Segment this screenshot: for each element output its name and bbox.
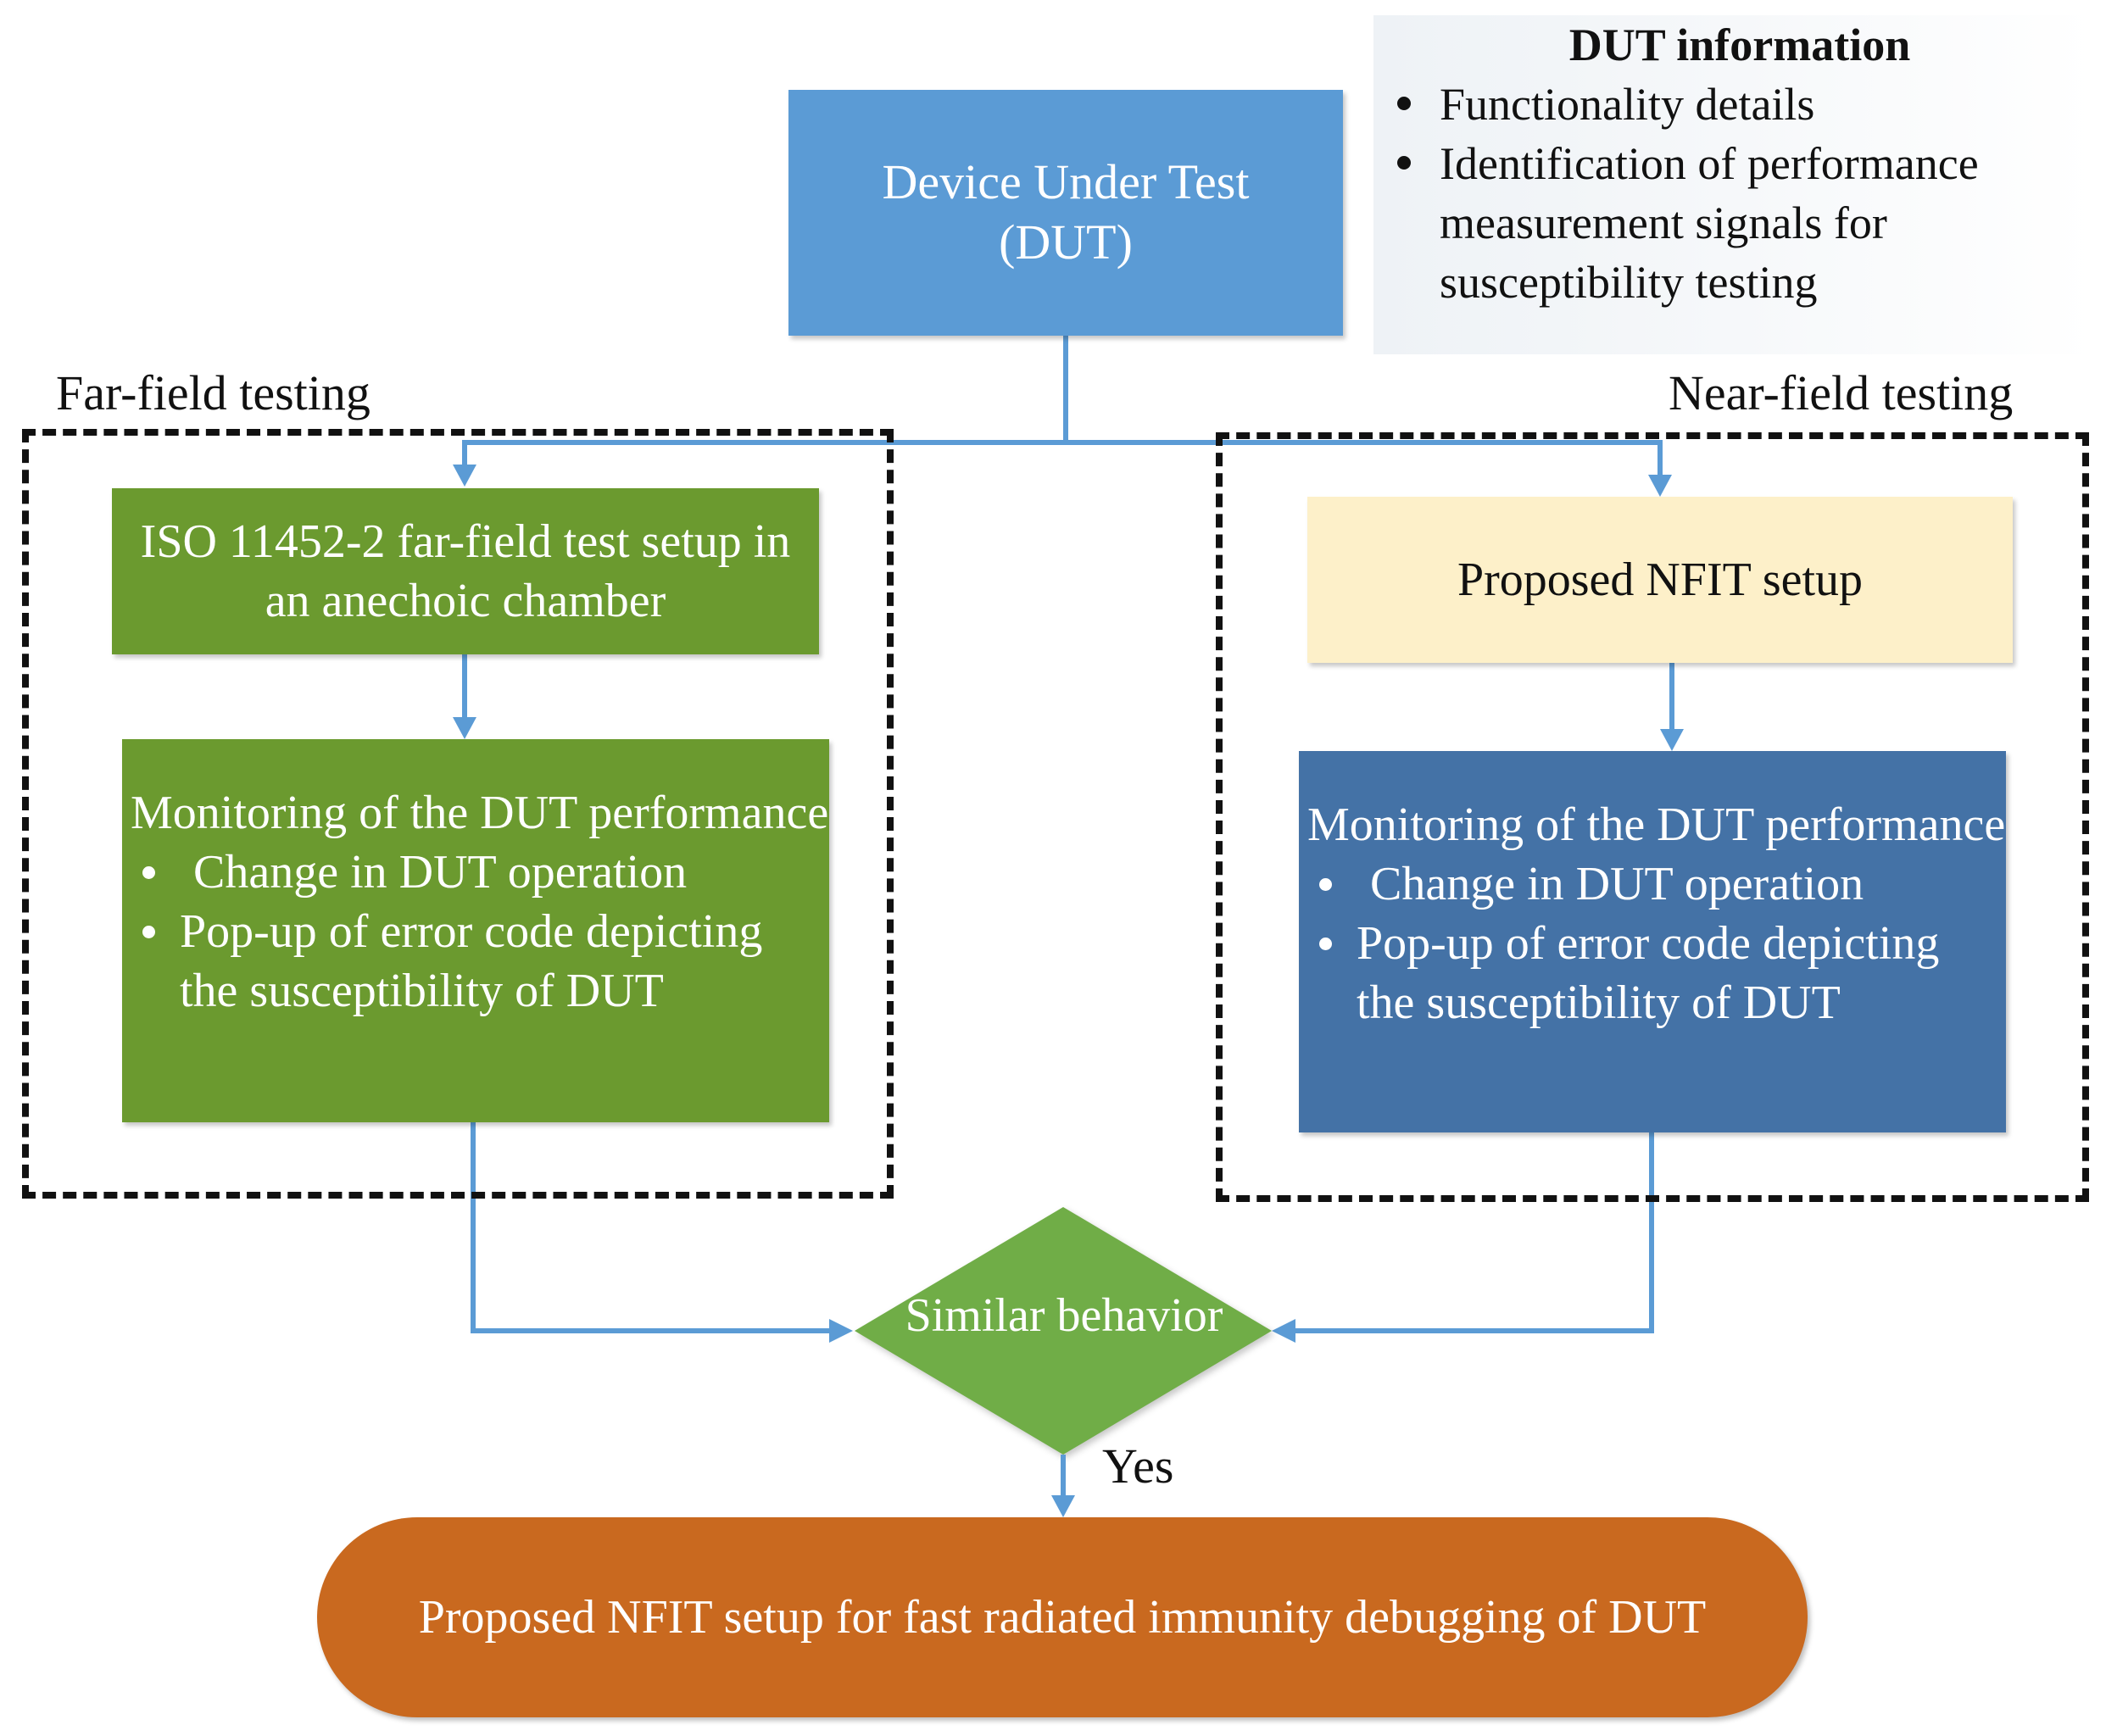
dut-info-panel: DUT information Functionality details Id…	[1373, 15, 2094, 354]
bullet-icon	[142, 926, 155, 938]
bullet-icon	[142, 866, 155, 879]
far-monitor-item-text: Pop-up of error code depicting the susce…	[180, 905, 763, 1017]
decision-diamond	[855, 1207, 1272, 1455]
dut-info-list: Functionality details Identification of …	[1385, 75, 2094, 312]
far-monitor-item-text: Change in DUT operation	[193, 846, 688, 899]
near-field-label: Near-field testing	[1669, 365, 2014, 420]
bullet-icon	[1319, 938, 1332, 950]
near-monitor-item-text: Change in DUT operation	[1370, 858, 1864, 910]
arrow-near-to-decision	[1272, 1319, 1295, 1343]
arrow-to-result	[1051, 1495, 1075, 1517]
dut-title-line1: Device Under Test	[882, 154, 1250, 210]
arrow-to-iso	[453, 465, 476, 487]
far-monitor-item: Change in DUT operation	[131, 843, 829, 902]
near-monitor-title: Monitoring of the DUT performance	[1307, 798, 2006, 851]
bullet-icon	[1397, 156, 1411, 170]
far-field-frame	[22, 429, 894, 1199]
result-text: Proposed NFIT setup for fast radiated im…	[418, 1591, 1707, 1644]
near-field-setup-box: Proposed NFIT setup	[1307, 497, 2013, 663]
arrow-to-near-monitor	[1660, 729, 1684, 751]
far-monitor-title: Monitoring of the DUT performance	[131, 787, 829, 839]
decision-yes-label: Yes	[1102, 1438, 1174, 1494]
arrow-to-far-monitor	[453, 717, 476, 739]
dut-info-item: Identification of performance measuremen…	[1385, 134, 2094, 312]
dut-info-title: DUT information	[1568, 19, 1911, 70]
dut-info-item: Functionality details	[1385, 75, 2094, 134]
decision-label: Similar behavior	[905, 1289, 1223, 1342]
far-field-monitor-box: Monitoring of the DUT performance Change…	[122, 739, 829, 1122]
bullet-icon	[1319, 878, 1332, 891]
far-monitor-list: Change in DUT operation Pop-up of error …	[131, 843, 829, 1021]
far-field-label: Far-field testing	[56, 365, 370, 420]
far-field-setup-text: ISO 11452-2 far-field test setup in an a…	[140, 515, 791, 627]
dut-info-item-text: Identification of performance measuremen…	[1440, 138, 1979, 308]
near-field-setup-text: Proposed NFIT setup	[1457, 554, 1864, 606]
near-field-monitor-box: Monitoring of the DUT performance Change…	[1299, 751, 2006, 1132]
result-terminal: Proposed NFIT setup for fast radiated im…	[317, 1517, 1808, 1717]
near-monitor-item: Change in DUT operation	[1307, 854, 2006, 914]
near-monitor-item-text: Pop-up of error code depicting the susce…	[1357, 917, 1940, 1029]
near-field-frame	[1216, 432, 2089, 1202]
near-monitor-list: Change in DUT operation Pop-up of error …	[1307, 854, 2006, 1032]
near-monitor-item: Pop-up of error code depicting the susce…	[1307, 914, 2006, 1032]
arrow-to-nfit	[1648, 475, 1672, 497]
far-monitor-item: Pop-up of error code depicting the susce…	[131, 902, 829, 1021]
dut-title-line2: (DUT)	[999, 214, 1133, 270]
dut-box: Device Under Test (DUT)	[788, 90, 1343, 336]
arrow-far-to-decision	[829, 1319, 853, 1343]
bullet-icon	[1397, 97, 1411, 110]
dut-info-item-text: Functionality details	[1440, 79, 1815, 130]
far-field-setup-box: ISO 11452-2 far-field test setup in an a…	[112, 488, 819, 654]
